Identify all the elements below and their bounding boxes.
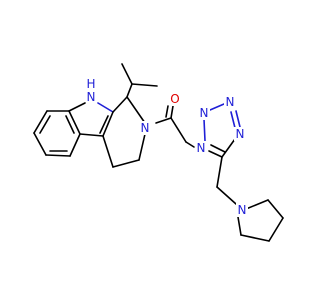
atom-pyrrolidine-n: N <box>238 203 247 217</box>
atom-tetrazole-n4: N <box>236 127 245 141</box>
atom-carbonyl-o: O <box>170 92 179 106</box>
molecule-structure: N H N O N N N N N <box>33 63 284 242</box>
atom-nh-n: N <box>87 90 96 104</box>
atom-tetrazole-n2: N <box>200 106 209 120</box>
atom-tetrazole-n3: N <box>226 95 235 109</box>
atom-labels: N H N O N N N N N <box>86 77 248 217</box>
pyrrole-ring <box>68 102 114 137</box>
pyrrolidine-ring <box>237 199 284 242</box>
piperidine-ring <box>102 96 146 168</box>
atom-tetrazole-n1: N <box>197 141 206 155</box>
tetrazole-ring <box>203 103 241 158</box>
benzene-ring <box>33 110 81 157</box>
isopropyl-group <box>121 63 158 98</box>
atom-ring-n: N <box>141 121 150 135</box>
acyl-linker <box>155 105 195 148</box>
methylene-linker <box>216 156 237 205</box>
atom-nh-h: H <box>86 77 95 91</box>
